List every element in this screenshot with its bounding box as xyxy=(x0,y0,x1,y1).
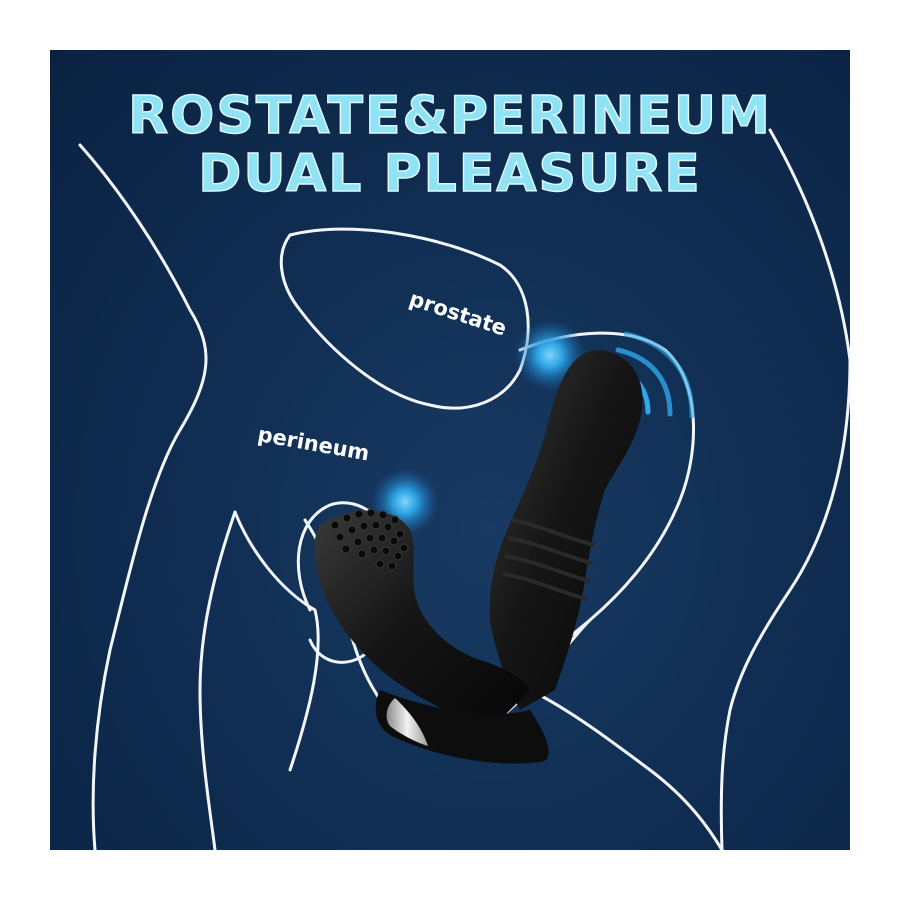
buttock-outline xyxy=(528,688,724,850)
torso-outline xyxy=(78,143,208,850)
back-outline xyxy=(719,128,850,850)
massager-device-illustration xyxy=(314,350,643,764)
body-outline-illustration xyxy=(78,128,850,850)
bladder-outline xyxy=(279,227,530,410)
headline-line-1: ROSTATE&PERINEUM xyxy=(127,85,772,146)
headline-line-2: DUAL PLEASURE xyxy=(198,143,702,204)
thigh-outline xyxy=(198,510,237,850)
rectum-outline xyxy=(518,331,696,692)
illustration-panel: ROSTATE&PERINEUM DUAL PLEASURE prostate … xyxy=(50,50,850,850)
thigh-inner-outline xyxy=(233,510,320,772)
